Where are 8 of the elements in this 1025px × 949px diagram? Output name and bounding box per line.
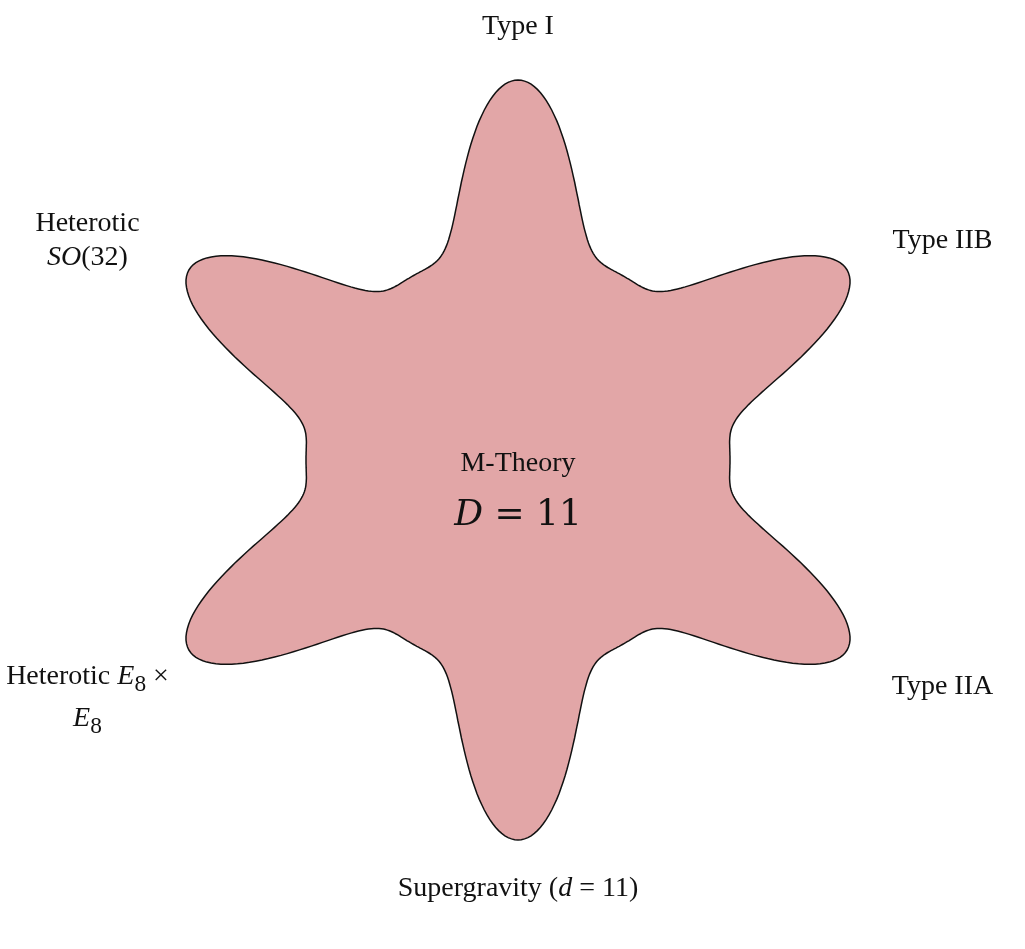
theory-label: Heterotic E$_{8}$ × E$_{8}$ [5, 658, 170, 740]
formula-text: D = 11 [452, 492, 583, 533]
theory-label: Type IIA [890, 668, 995, 702]
theory-label: Type I [481, 8, 555, 42]
theory-label: Supergravity (d = 11) [396, 870, 640, 904]
theory-label: Type IIB [891, 222, 994, 256]
theory-label: Heterotic SO(32) [34, 205, 141, 273]
node-title: M-Theory [459, 446, 577, 478]
